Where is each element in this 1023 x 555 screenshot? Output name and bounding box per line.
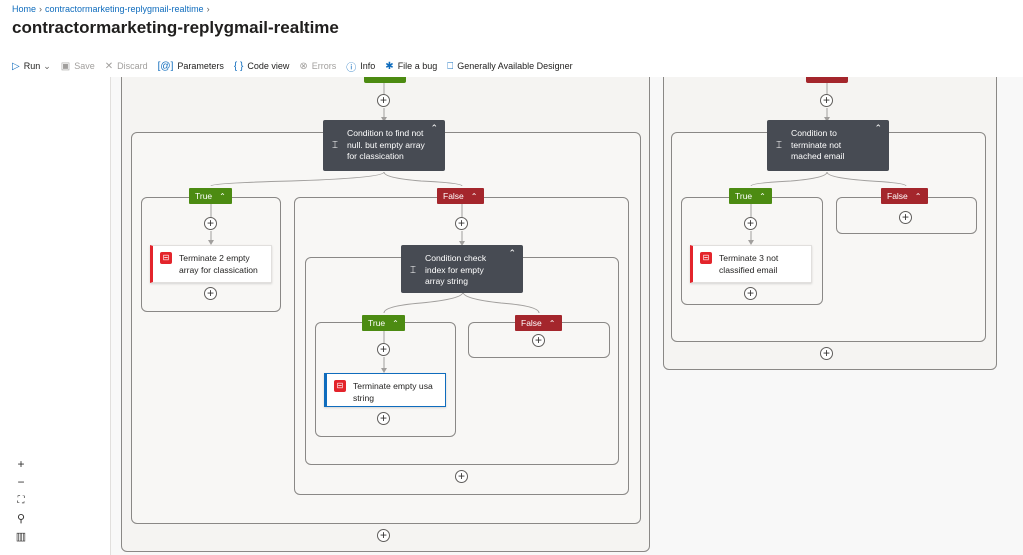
add-step-icon[interactable]: + [744,217,757,230]
add-step-icon[interactable]: + [377,343,390,356]
chevron-up-icon: ⌃ [219,192,226,201]
false-badge-2[interactable]: False⌃ [515,315,562,331]
parameters-icon: [@] [157,60,174,72]
true-badge-2[interactable]: True⌃ [362,315,405,331]
discard-button[interactable]: ✕Discard [104,60,148,72]
save-icon: ▣ [60,60,71,72]
add-step-icon[interactable]: + [377,529,390,542]
toolbar: ▷Run⌄ ▣Save ✕Discard [@]Parameters { }Co… [12,58,583,74]
breadcrumb-separator: › [206,4,210,14]
errors-button[interactable]: ⊗Errors [299,60,337,72]
add-step-icon[interactable]: + [532,334,545,347]
fit-view-icon[interactable]: ⛶ [17,494,25,506]
add-step-icon[interactable]: + [377,412,390,425]
chevron-up-icon: ⌃ [914,192,922,201]
parent-false-badge-stub [806,77,848,83]
add-step-icon[interactable]: + [820,94,833,107]
terminate-icon: ⊟ [160,252,172,264]
add-step-icon[interactable]: + [377,94,390,107]
code-view-button[interactable]: { }Code view [233,60,290,72]
code-view-icon: { } [233,60,244,72]
parent-true-badge-stub [364,77,406,83]
terminate-card-1[interactable]: ⊟ Terminate 2 empty array for classicati… [150,245,272,283]
chevron-up-icon: ⌃ [392,319,399,328]
bug-icon: ✱ [385,60,394,72]
more-options-icon[interactable]: ... [302,22,315,34]
true-badge-3[interactable]: True⌃ [729,188,772,204]
designer-canvas[interactable]: + + + + + + + + + + + + + + ⌶ ⌃ Conditio… [110,77,1023,555]
true-badge-1[interactable]: True⌃ [189,188,232,204]
false-badge-3[interactable]: False⌃ [881,188,928,204]
terminate-card-3[interactable]: ⊟ Terminate 3 not classified email [690,245,812,283]
add-step-icon[interactable]: + [455,217,468,230]
bookmark-icon: ⎕ [447,60,454,72]
discard-icon: ✕ [104,60,114,72]
breadcrumb-separator: › [39,4,43,14]
terminate-icon: ⊟ [334,380,346,392]
terminate-icon: ⊟ [700,252,712,264]
zoom-in-icon[interactable]: + [17,457,25,471]
chevron-up-icon: ⌃ [548,319,556,328]
search-icon[interactable]: ⚲ [16,512,26,525]
add-step-icon[interactable]: + [204,287,217,300]
zoom-out-icon[interactable]: − [17,475,25,489]
zoom-controls: + − ⛶ ⚲ ▥ [10,455,32,545]
add-step-icon[interactable]: + [455,470,468,483]
chevron-up-icon[interactable]: ⌃ [430,123,438,133]
chevron-up-icon: ⌃ [470,192,478,201]
breadcrumb: Home›contractormarketing-replygmail-real… [12,4,213,14]
info-icon: ⓘ [346,62,357,74]
condition-card-2[interactable]: ⌶ ⌃ Condition check index for empty arra… [401,245,523,293]
add-step-icon[interactable]: + [204,217,217,230]
condition-icon: ⌶ [332,140,338,151]
page-title: contractormarketing-replygmail-realtime [12,18,339,37]
ga-designer-button[interactable]: ⎕Generally Available Designer [447,60,573,72]
file-bug-button[interactable]: ✱File a bug [385,60,438,72]
errors-icon: ⊗ [299,60,308,72]
false-badge-1[interactable]: False⌃ [437,188,484,204]
connector-lines [208,83,907,373]
chevron-up-icon[interactable]: ⌃ [874,123,882,133]
add-step-icon[interactable]: + [744,287,757,300]
condition-icon: ⌶ [410,265,416,276]
breadcrumb-home[interactable]: Home [12,4,37,14]
terminate-card-2[interactable]: ⊟ Terminate empty usa string [324,373,446,407]
chevron-down-icon: ⌄ [43,60,51,71]
condition-card-1[interactable]: ⌶ ⌃ Condition to find not null. but empt… [323,120,445,171]
add-step-icon[interactable]: + [899,211,912,224]
breadcrumb-workflow[interactable]: contractormarketing-replygmail-realtime [45,4,204,14]
minimap-icon[interactable]: ▥ [15,530,27,543]
condition-card-3[interactable]: ⌶ ⌃ Condition to terminate not mached em… [767,120,889,171]
chevron-up-icon: ⌃ [759,192,766,201]
condition-icon: ⌶ [776,140,782,151]
parameters-button[interactable]: [@]Parameters [157,60,224,72]
add-step-icon[interactable]: + [820,347,833,360]
save-button[interactable]: ▣Save [60,60,95,72]
run-icon: ▷ [12,60,20,72]
run-button[interactable]: ▷Run⌄ [12,60,51,72]
chevron-up-icon[interactable]: ⌃ [508,248,516,258]
